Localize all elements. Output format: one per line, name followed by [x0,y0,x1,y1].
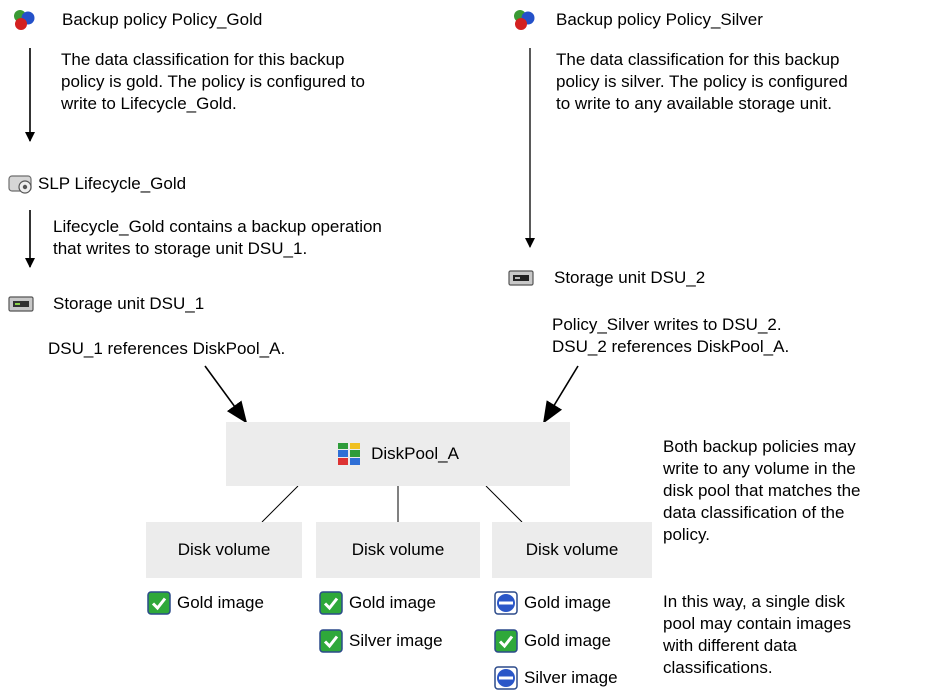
note-line: In this way, a single disk [663,592,846,611]
dsu1-description: DSU_1 references DiskPool_A. [48,338,285,360]
check-icon [319,629,343,653]
policy-gold-title: Backup policy Policy_Gold [62,10,263,29]
note-line: policy. [663,525,710,544]
dsu2-description: Policy_Silver writes to DSU_2. DSU_2 ref… [552,314,789,358]
desc-line: Lifecycle_Gold contains a backup operati… [53,217,382,236]
note-line: Both backup policies may [663,437,856,456]
policy-gold-description: The data classification for this backup … [61,49,365,115]
dsu1-title: Storage unit DSU_1 [53,294,205,313]
note-line: data classification of the [663,503,845,522]
dsu2-title: Storage unit DSU_2 [554,268,706,287]
image-item: Gold image [494,590,611,616]
note-single-pool: In this way, a single disk pool may cont… [663,591,851,679]
lifecycle-icon [8,175,32,194]
image-item: Gold image [319,590,436,616]
image-item: Gold image [494,628,611,654]
slp-title: SLP Lifecycle_Gold [38,174,187,193]
diskpool-label: DiskPool_A [371,444,459,463]
desc-line: Policy_Silver writes to DSU_2. [552,315,782,334]
desc-line: policy is silver. The policy is configur… [556,72,848,91]
arrow-dsu2-to-diskpool [542,365,579,424]
arrow-dsu1-to-diskpool [204,365,248,424]
storage-unit-icon [8,296,34,312]
slp-description: Lifecycle_Gold contains a backup operati… [53,216,382,260]
policy-silver-description: The data classification for this backup … [556,49,848,115]
disk-volume-3: Disk volume [492,522,652,578]
desc-line: DSU_2 references DiskPool_A. [552,337,790,356]
note-line: classifications. [663,658,773,677]
image-label: Silver image [524,668,618,687]
policy-silver-title: Backup policy Policy_Silver [556,10,763,29]
image-label: Gold image [177,593,264,612]
policy-icon [14,10,35,30]
image-label: Gold image [524,593,611,612]
note-line: pool may contain images [663,614,852,633]
note-line: with different data [663,636,797,655]
disk-volume-1: Disk volume [146,522,302,578]
storage-unit-icon [508,270,534,286]
note-policies: Both backup policies may write to any vo… [663,436,861,546]
image-label: Gold image [524,631,611,650]
desc-line: The data classification for this backup [61,50,345,69]
link-pool-vol3 [485,485,523,523]
image-label: Silver image [349,631,443,650]
diskpool-box: DiskPool_A [226,422,570,486]
no-entry-icon [494,666,518,690]
no-entry-icon [494,591,518,615]
image-label: Gold image [349,593,436,612]
disk-volume-label: Disk volume [525,540,619,559]
check-icon [147,591,171,615]
desc-line: The data classification for this backup [556,50,840,69]
desc-line: to write to any available storage unit. [556,94,832,113]
desc-line: policy is gold. The policy is configured… [61,72,365,91]
disk-pool-icon [338,443,361,465]
desc-line: DSU_1 references DiskPool_A. [48,339,286,358]
disk-volume-label: Disk volume [351,540,445,559]
desc-line: that writes to storage unit DSU_1. [53,239,308,258]
disk-volume-2: Disk volume [316,522,480,578]
policy-icon [514,10,535,30]
check-icon [319,591,343,615]
note-line: disk pool that matches the [663,481,861,500]
check-icon [494,629,518,653]
desc-line: write to Lifecycle_Gold. [61,94,237,113]
disk-volume-label: Disk volume [177,540,271,559]
link-pool-vol1 [261,485,299,523]
image-item: Silver image [319,628,443,654]
note-line: write to any volume in the [663,459,856,478]
image-item: Silver image [494,665,618,691]
image-item: Gold image [147,590,264,616]
